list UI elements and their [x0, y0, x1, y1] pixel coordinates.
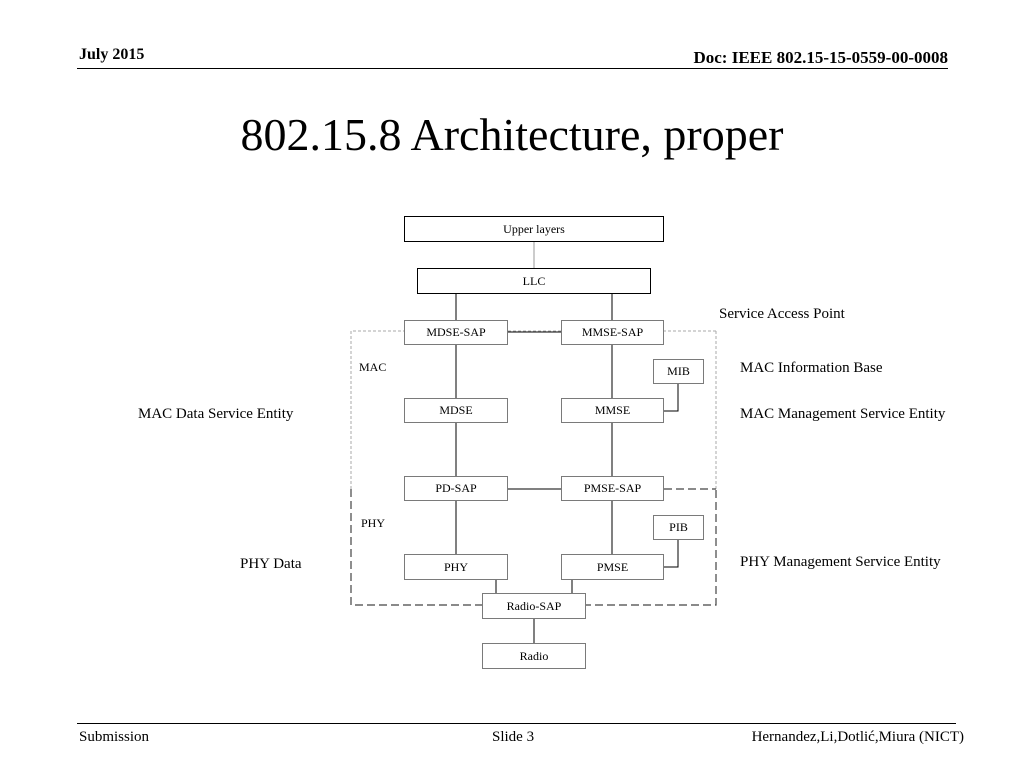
footer-rule [77, 723, 956, 724]
mmse-box: MMSE [561, 398, 664, 423]
pmse-box: PMSE [561, 554, 664, 580]
footer-authors: Hernandez,Li,Dotlić,Miura (NICT) [751, 729, 964, 745]
header-rule [77, 68, 948, 69]
header-doc-id: Doc: IEEE 802.15-15-0559-00-0008 [693, 48, 948, 67]
llc-box: LLC [417, 268, 651, 294]
mdse-box: MDSE [404, 398, 508, 423]
annotation-phy-management-service-entity: PHY Management Service Entity [740, 554, 941, 570]
annotation-phy-data: PHY Data [240, 556, 302, 572]
annotation-mac-information-base: MAC Information Base [740, 360, 883, 376]
connector-mib-mmse [664, 384, 679, 412]
header-date: July 2015 [79, 46, 145, 63]
upper-layers-box: Upper layers [404, 216, 664, 242]
pmse-sap-box: PMSE-SAP [561, 476, 664, 501]
annotation-mac-management-service-entity: MAC Management Service Entity [740, 406, 946, 422]
mmse-sap-box: MMSE-SAP [561, 320, 664, 345]
pib-box: PIB [653, 515, 704, 540]
annotation-mac-data-service-entity: MAC Data Service Entity [138, 406, 294, 422]
slide-title: 802.15.8 Architecture, proper [240, 109, 784, 160]
connector-pib-pmse [664, 540, 679, 568]
footer-slide-number: Slide 3 [492, 729, 535, 745]
radio-box: Radio [482, 643, 586, 669]
radio-sap-box: Radio-SAP [482, 593, 586, 619]
mib-box: MIB [653, 359, 704, 384]
mdse-sap-box: MDSE-SAP [404, 320, 508, 345]
phy-region-border [350, 489, 717, 606]
phy-region-label: PHY [361, 516, 386, 530]
mac-region-label: MAC [359, 360, 387, 374]
pd-sap-box: PD-SAP [404, 476, 508, 501]
footer-submission: Submission [79, 729, 150, 745]
annotation-service-access-point: Service Access Point [719, 306, 845, 322]
phy-box: PHY [404, 554, 508, 580]
